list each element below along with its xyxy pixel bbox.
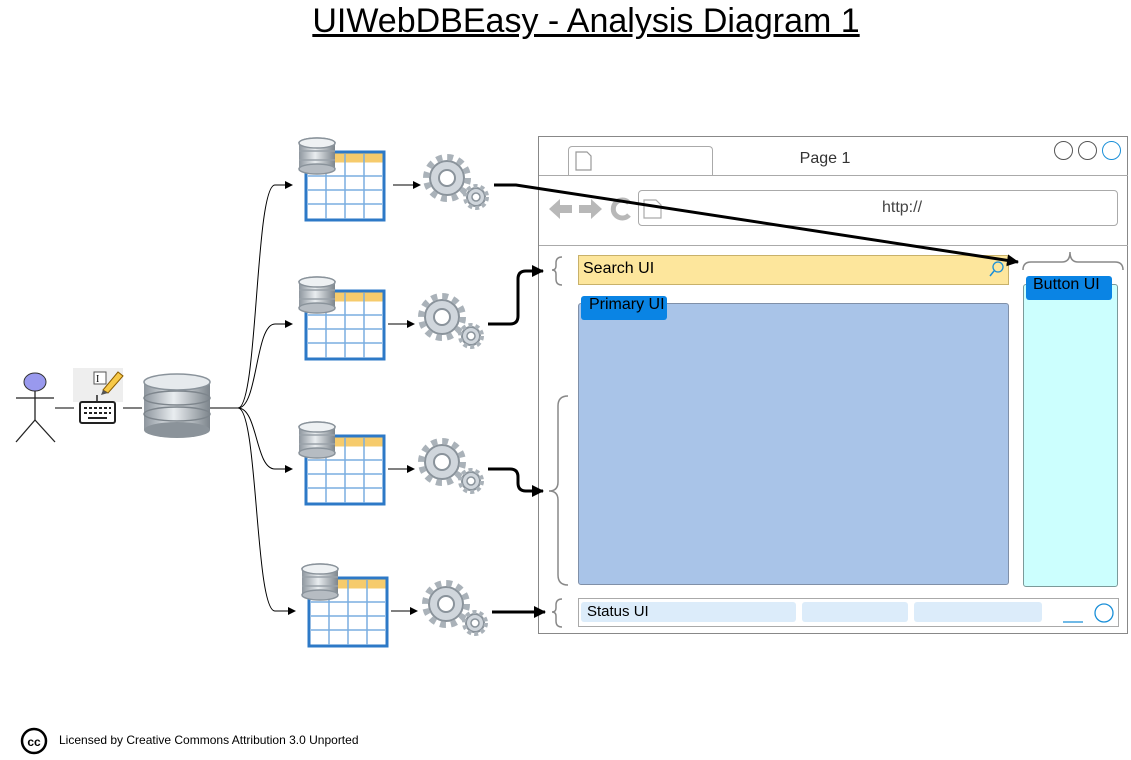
status-circle-icon [1094, 603, 1114, 623]
page-icon [575, 151, 592, 171]
svg-text:I: I [96, 374, 99, 385]
license-text: Licensed by Creative Commons Attribution… [59, 733, 359, 747]
tab-strip-divider [539, 175, 1128, 176]
brace-search [551, 256, 563, 286]
primary-ui-chip [581, 296, 667, 320]
back-icon[interactable] [549, 199, 572, 219]
status-segment-2 [802, 602, 908, 622]
gears-icon-1 [426, 157, 487, 208]
arrow-to-button-ui [494, 183, 1019, 267]
svg-text:cc: cc [27, 735, 41, 749]
fanout-connectors [210, 181, 296, 615]
address-bar[interactable] [638, 190, 1118, 226]
status-segment-3 [914, 602, 1042, 622]
arrow-to-primary-ui [488, 467, 544, 497]
page-title: Page 1 [799, 150, 851, 167]
gears-icon-4 [425, 583, 486, 634]
browser-tab[interactable] [568, 146, 713, 176]
db-table-icon-2 [297, 275, 386, 361]
brace-primary [548, 395, 569, 586]
gears-icon-2 [421, 296, 482, 347]
window-minimize-button[interactable] [1054, 141, 1073, 160]
search-ui-label: Search UI [583, 260, 655, 277]
brace-button [1022, 251, 1124, 271]
keyboard-edit-icon: I [73, 368, 124, 424]
primary-ui-label: Primary UI [589, 296, 665, 313]
primary-ui-area [578, 303, 1009, 585]
window-close-button[interactable] [1102, 141, 1121, 160]
status-ui-label: Status UI [587, 603, 649, 620]
db-table-icon-4 [300, 562, 389, 648]
url-text: http:// [881, 199, 923, 216]
window-maximize-button[interactable] [1078, 141, 1097, 160]
brace-status [551, 598, 563, 628]
button-ui-label: Button UI [1033, 276, 1100, 293]
actor-icon [15, 372, 56, 443]
database-icon [143, 373, 211, 438]
search-ui-box[interactable] [578, 255, 1009, 285]
forward-icon[interactable] [579, 199, 602, 219]
search-icon[interactable] [989, 261, 1004, 277]
status-segment-1 [581, 602, 796, 622]
gears-icon-3 [421, 441, 482, 492]
button-ui-area [1023, 284, 1118, 587]
arrow-to-search-ui [488, 265, 544, 326]
db-table-icon-1 [297, 136, 386, 222]
cc-license-icon: cc [20, 727, 48, 755]
diagram-title: UIWebDBEasy - Analysis Diagram 1 [312, 2, 860, 40]
db-table-icon-3 [297, 420, 386, 506]
address-page-icon [643, 199, 662, 219]
toolbar-divider [539, 245, 1128, 246]
button-ui-chip [1026, 276, 1112, 300]
